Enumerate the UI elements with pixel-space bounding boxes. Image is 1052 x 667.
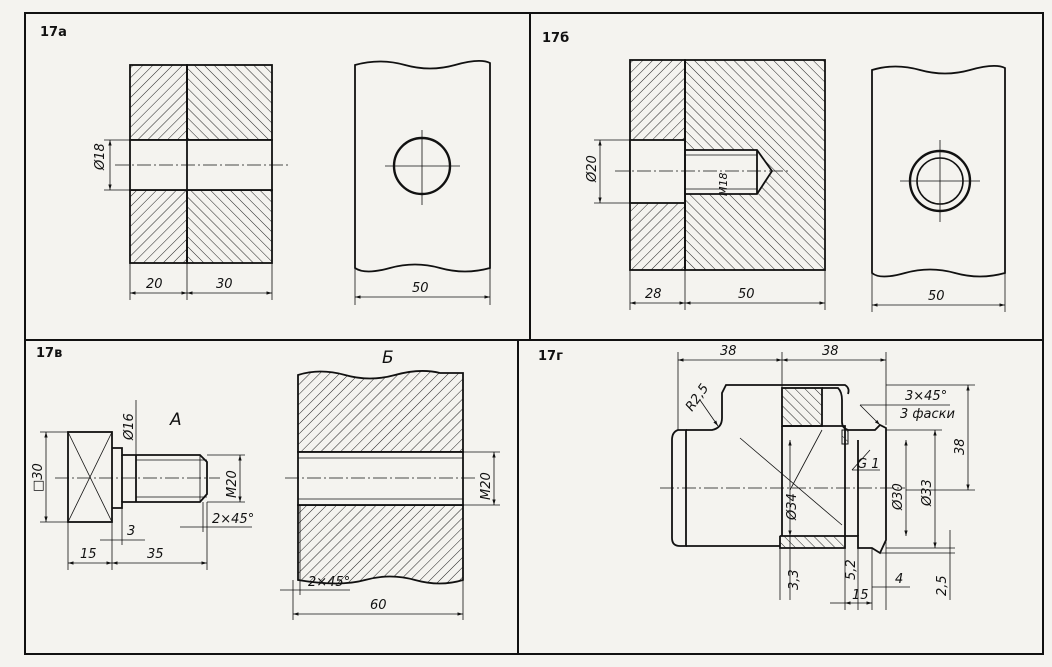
part-b-width: 60 — [370, 598, 387, 613]
panel-17g-d33: Ø33 — [920, 479, 935, 507]
part-a-thread: M20 — [225, 470, 240, 498]
panel-17a-w2: 30 — [216, 277, 233, 292]
panel-17a-section — [129, 64, 273, 264]
panel-17b-thread: M18 — [717, 173, 730, 197]
part-b-label: Б — [382, 348, 394, 368]
panel-17g-radius: R2,5 — [683, 381, 712, 414]
panel-17g-top1: 38 — [720, 344, 737, 359]
panel-17a-w1: 20 — [146, 277, 163, 292]
part-b-thread: M20 — [479, 472, 494, 500]
panel-17b-plan-view — [871, 65, 1006, 278]
part-b-chamfer: 2×45° — [308, 575, 350, 590]
panel-17b-w3: 50 — [928, 289, 945, 304]
part-a-bolt — [67, 431, 208, 523]
panel-17b-dia: Ø20 — [585, 155, 600, 183]
panel-17b-w2: 50 — [738, 287, 755, 302]
part-a-dia: Ø16 — [122, 413, 137, 441]
outer-frame — [24, 12, 1044, 655]
panel-17g-height: 38 — [953, 438, 968, 455]
panel-17b-label: 17б — [542, 31, 569, 46]
panel-17g-chamfer-note: 3 фаски — [900, 407, 955, 422]
panel-17g-v4: 4 — [895, 572, 903, 587]
panel-17g-thread: G 1 — [857, 457, 879, 472]
panel-17a: 17а Ø18 20 30 50 — [40, 25, 491, 305]
panel-17g-d34: Ø34 — [785, 493, 800, 521]
part-a-chamfer: 2×45° — [212, 512, 254, 527]
panel-17g-v15: 15 — [852, 588, 869, 603]
panel-17v: 17в А □30 Ø16 M20 2×45° — [31, 346, 500, 620]
part-a-l2: 35 — [147, 547, 164, 562]
panel-17b: 17б M18 Ø20 28 50 50 — [542, 31, 1006, 312]
part-a-square: □30 — [31, 463, 46, 492]
part-a-groove: 3 — [127, 524, 135, 539]
panel-17a-dia: Ø18 — [93, 143, 108, 171]
part-a-label: А — [169, 410, 182, 430]
panel-17v-label: 17в — [36, 346, 62, 361]
panel-17g-top2: 38 — [822, 344, 839, 359]
panel-17g-chamfer: 3×45° — [905, 389, 947, 404]
panel-17g: 17г 38 38 R2,5 3×45° 3 — [538, 344, 975, 610]
panel-17g-label: 17г — [538, 349, 563, 364]
part-a-l1: 15 — [80, 547, 97, 562]
part-b-section — [297, 370, 464, 585]
panel-17g-v52: 5,2 — [844, 559, 859, 580]
panel-17g-v33: 3,3 — [787, 569, 802, 590]
panel-17b-section — [629, 59, 826, 271]
panel-17b-w1: 28 — [645, 287, 662, 302]
panel-17a-label: 17а — [40, 25, 67, 40]
tee-fitting — [671, 384, 887, 555]
panel-17g-d30: Ø30 — [891, 483, 906, 511]
panel-17g-v25: 2,5 — [935, 575, 950, 596]
panel-17a-w3: 50 — [412, 281, 429, 296]
